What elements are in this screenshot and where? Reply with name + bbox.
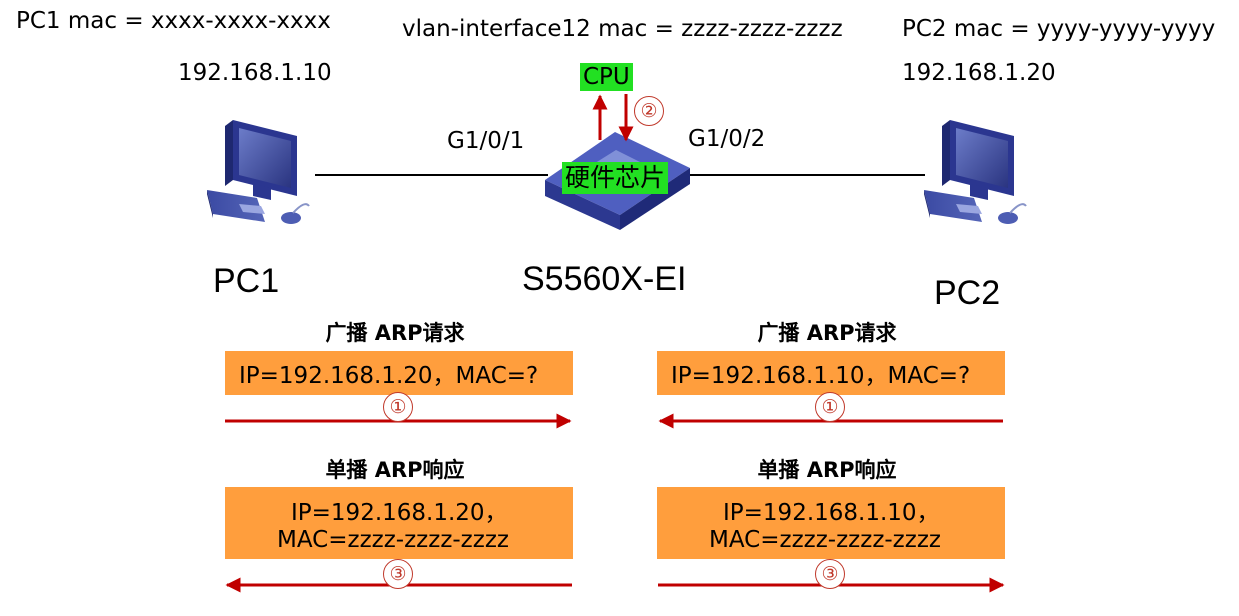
cpu-label: CPU	[580, 63, 633, 91]
right-reply-line1: IP=192.168.1.10，	[723, 500, 940, 526]
port-left-label: G1/0/1	[447, 128, 525, 154]
pc1-mac-label: PC1 mac = xxxx-xxxx-xxxx	[16, 8, 331, 34]
right-request-box: IP=192.168.1.10，MAC=?	[657, 351, 1005, 395]
desktop-pc-icon	[924, 120, 1027, 224]
desktop-pc-icon	[207, 120, 310, 224]
step-marker-1: ①	[383, 392, 413, 422]
pc2-label: PC2	[934, 274, 1001, 312]
left-request-box: IP=192.168.1.20，MAC=?	[225, 351, 573, 395]
hardware-chip-label: 硬件芯片	[562, 162, 669, 194]
right-reply-box: IP=192.168.1.10， MAC=zzzz-zzzz-zzzz	[657, 487, 1005, 559]
left-reply-box: IP=192.168.1.20， MAC=zzzz-zzzz-zzzz	[225, 487, 573, 559]
step-marker-3: ③	[383, 559, 413, 589]
pc1-ip-label: 192.168.1.10	[178, 60, 332, 86]
right-reply-line2: MAC=zzzz-zzzz-zzzz	[709, 527, 941, 553]
pc2-ip-label: 192.168.1.20	[902, 60, 1056, 86]
switch-model-label: S5560X-EI	[522, 260, 687, 298]
left-reply-title: 单播 ARP响应	[325, 458, 465, 482]
left-request-text: IP=192.168.1.20，MAC=?	[239, 363, 539, 389]
right-request-text: IP=192.168.1.10，MAC=?	[671, 363, 971, 389]
step-marker-1: ①	[815, 392, 845, 422]
right-reply-title: 单播 ARP响应	[757, 458, 897, 482]
right-request-title: 广播 ARP请求	[757, 321, 897, 345]
left-reply-line1: IP=192.168.1.20，	[291, 500, 508, 526]
vlan-mac-label: vlan-interface12 mac = zzzz-zzzz-zzzz	[402, 16, 843, 42]
pc1-label: PC1	[213, 262, 280, 300]
left-reply-line2: MAC=zzzz-zzzz-zzzz	[277, 527, 509, 553]
left-request-title: 广播 ARP请求	[325, 321, 465, 345]
step-marker-2: ②	[634, 96, 664, 126]
port-right-label: G1/0/2	[688, 126, 766, 152]
step-marker-3: ③	[815, 559, 845, 589]
pc2-mac-label: PC2 mac = yyyy-yyyy-yyyy	[902, 16, 1216, 42]
